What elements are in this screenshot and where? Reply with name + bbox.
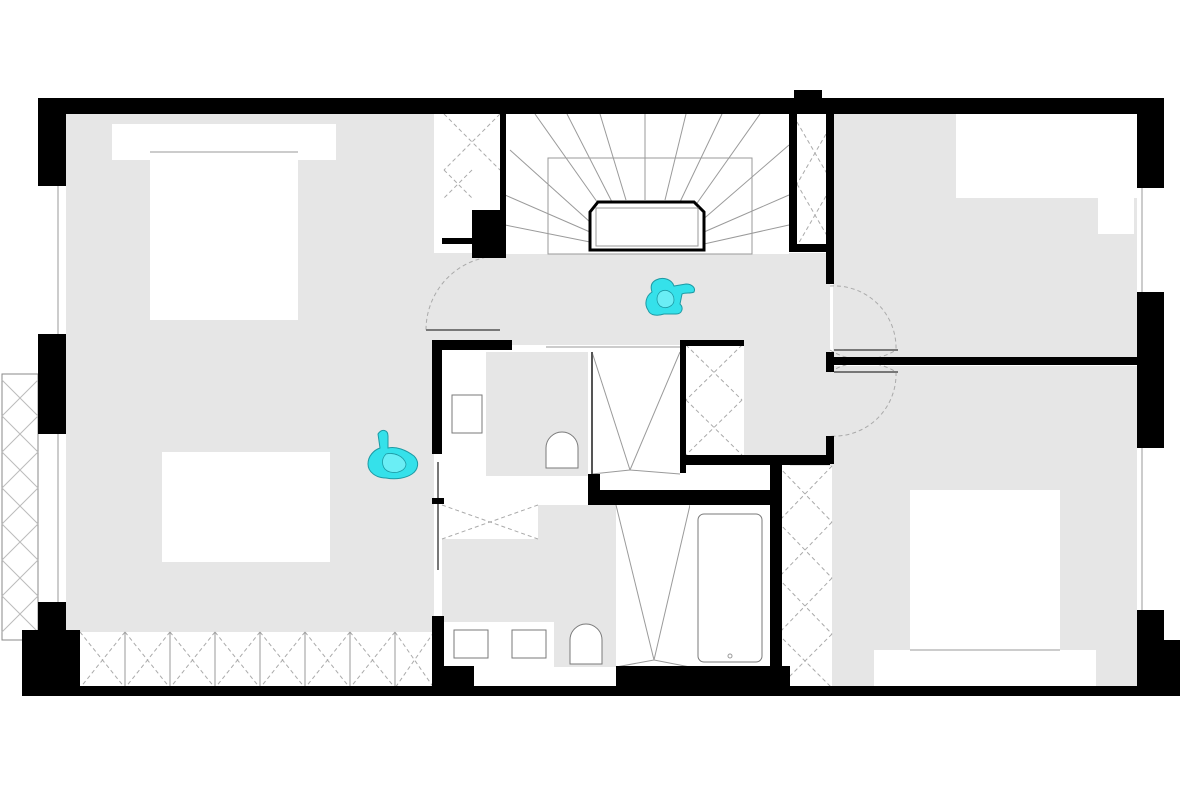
single-bed xyxy=(956,114,1137,198)
person-figure-icon xyxy=(367,429,419,480)
windows xyxy=(38,186,1165,610)
toilet-bottom xyxy=(569,623,603,665)
wc-fixtures xyxy=(442,346,681,492)
staircase xyxy=(504,113,790,255)
shower-top xyxy=(592,352,680,474)
bathroom-fixtures xyxy=(441,504,770,686)
bedside-box xyxy=(1098,198,1134,234)
master-bedroom-furniture xyxy=(79,113,501,689)
person-figure-icon xyxy=(645,277,695,316)
balcony xyxy=(1,373,39,641)
right-bedrooms-furniture xyxy=(685,114,1137,689)
toilet-top xyxy=(545,431,579,469)
hall-cabinet xyxy=(686,345,742,455)
floor-hall xyxy=(434,253,830,345)
shower-bottom xyxy=(616,505,690,667)
desk-table xyxy=(162,452,330,562)
door-leaves xyxy=(426,329,898,570)
wardrobe-bottom-row xyxy=(79,631,435,689)
wardrobe-right-bottom xyxy=(778,466,832,688)
nightstand-left xyxy=(112,124,150,160)
nightstand-right xyxy=(298,124,336,160)
double-bed-right xyxy=(910,490,1060,688)
sink-left xyxy=(453,629,489,659)
walls xyxy=(22,90,1180,696)
double-bed xyxy=(150,124,298,320)
sink-right xyxy=(511,629,547,659)
stair-well xyxy=(588,200,706,252)
